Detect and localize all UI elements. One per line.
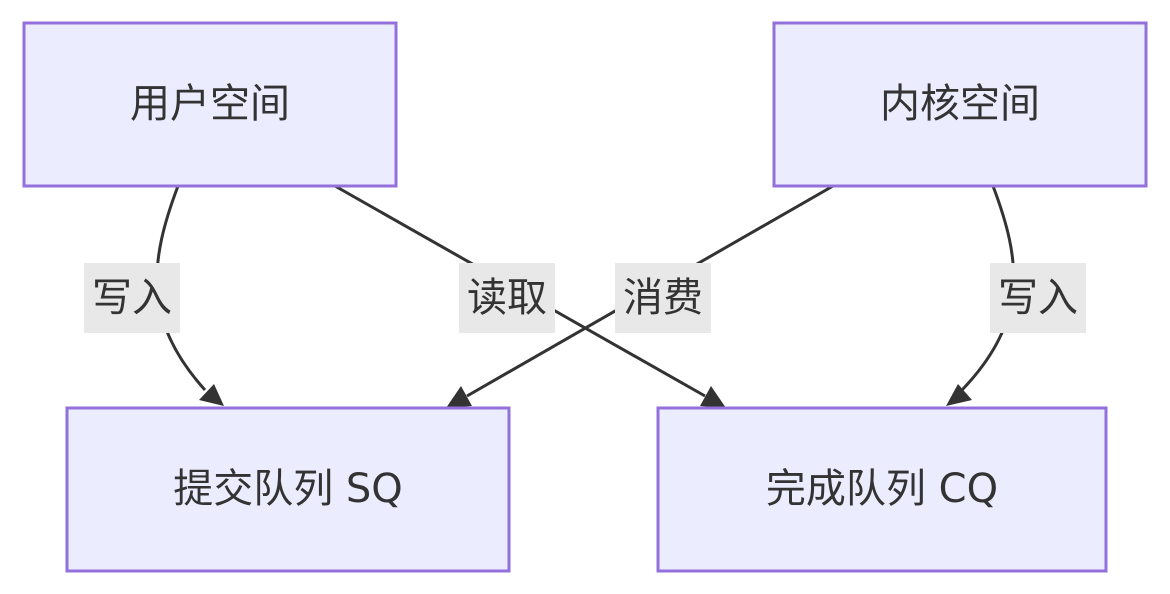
node-user-space[interactable]: 用户空间 [22, 21, 398, 188]
edge-label-text: 读取 [467, 275, 547, 321]
edge-label-user-write: 写入 [84, 263, 180, 333]
edge-label-text: 写入 [92, 275, 172, 321]
edge-label-text: 写入 [998, 275, 1078, 321]
node-kernel-space[interactable]: 内核空间 [772, 21, 1148, 188]
edge-label-kernel-consume: 消费 [615, 263, 711, 333]
arrowhead-icon [446, 386, 472, 408]
edge-label-text: 消费 [623, 275, 703, 321]
node-submission-queue[interactable]: 提交队列 SQ [65, 406, 511, 573]
arrowhead-icon [946, 384, 972, 406]
node-label: 完成队列 CQ [766, 466, 998, 512]
node-label: 内核空间 [880, 81, 1040, 127]
node-completion-queue[interactable]: 完成队列 CQ [656, 406, 1108, 573]
node-label: 用户空间 [130, 81, 290, 127]
edge-label-kernel-write: 写入 [990, 263, 1086, 333]
arrowhead-icon [700, 386, 726, 408]
arrowhead-icon [199, 384, 224, 406]
edge-label-user-read: 读取 [459, 263, 555, 333]
node-label: 提交队列 SQ [173, 466, 403, 512]
